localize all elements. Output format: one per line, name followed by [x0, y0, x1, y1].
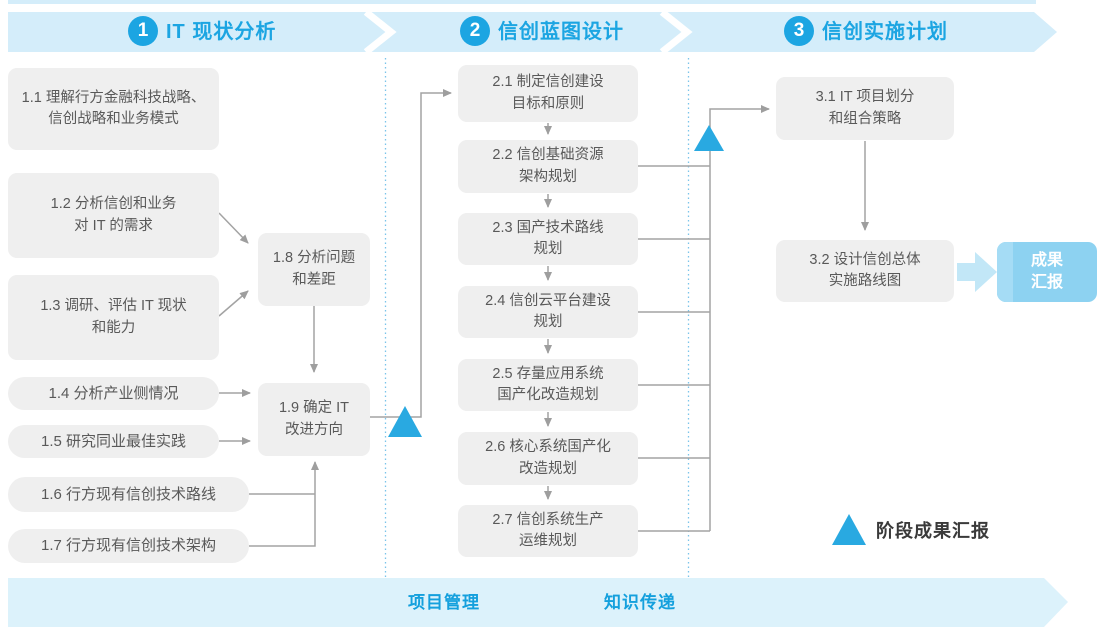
project-management-label: 项目管理: [408, 593, 480, 612]
top-strip: [8, 0, 1036, 4]
task-box-2-5: 2.5 存量应用系统 国产化改造规划: [458, 359, 638, 411]
task-box-2-3: 2.3 国产技术路线 规划: [458, 213, 638, 265]
task-box-3-1: 3.1 IT 项目划分 和组合策略: [776, 77, 954, 140]
task-box-1-2: 1.2 分析信创和业务 对 IT 的需求: [8, 173, 219, 258]
task-box-1-3: 1.3 调研、评估 IT 现状 和能力: [8, 275, 219, 360]
knowledge-transfer-label: 知识传递: [604, 593, 676, 612]
deliverable-box-label: 成果 汇报: [1030, 252, 1063, 291]
bottom-process-banner: [8, 578, 1068, 627]
result-arrow-icon: [957, 252, 997, 292]
task-box-2-7: 2.7 信创系统生产 运维规划: [458, 505, 638, 557]
task-box-3-2: 3.2 设计信创总体 实施路线图: [776, 240, 954, 302]
phase-number-badge-3: 3: [784, 16, 814, 46]
task-box-2-6: 2.6 核心系统国产化 改造规划: [458, 432, 638, 485]
deliverable-box: 成果 汇报: [997, 242, 1097, 302]
task-box-1-7: 1.7 行方现有信创技术架构: [8, 529, 249, 563]
task-box-2-1: 2.1 制定信创建设 目标和原则: [458, 65, 638, 122]
task-box-1-8: 1.8 分析问题 和差距: [258, 233, 370, 306]
task-box-1-1: 1.1 理解行方金融科技战略、 信创战略和业务模式: [8, 68, 219, 150]
task-box-2-4: 2.4 信创云平台建设 规划: [458, 286, 638, 338]
milestone-triangle-phase1: [388, 406, 422, 437]
phase-title-2: 信创蓝图设计: [498, 21, 624, 43]
phase-number-badge-1: 1: [128, 16, 158, 46]
deliverable-box-stripe: [997, 242, 1013, 302]
legend-label: 阶段成果汇报: [876, 521, 990, 541]
phase-title-1: IT 现状分析: [166, 21, 277, 43]
connector-group: [218, 89, 869, 547]
phase-separator-2: [659, 9, 693, 55]
phase-separator-1: [363, 9, 397, 55]
task-box-1-5: 1.5 研究同业最佳实践: [8, 425, 219, 458]
task-box-1-6: 1.6 行方现有信创技术路线: [8, 477, 249, 512]
task-box-1-4: 1.4 分析产业侧情况: [8, 377, 219, 410]
phase-title-3: 信创实施计划: [822, 21, 948, 43]
milestone-triangle-phase2: [694, 125, 724, 151]
phase-number-badge-2: 2: [460, 16, 490, 46]
task-box-1-9: 1.9 确定 IT 改进方向: [258, 383, 370, 456]
legend-milestone-triangle: [832, 514, 866, 545]
task-box-2-2: 2.2 信创基础资源 架构规划: [458, 140, 638, 193]
